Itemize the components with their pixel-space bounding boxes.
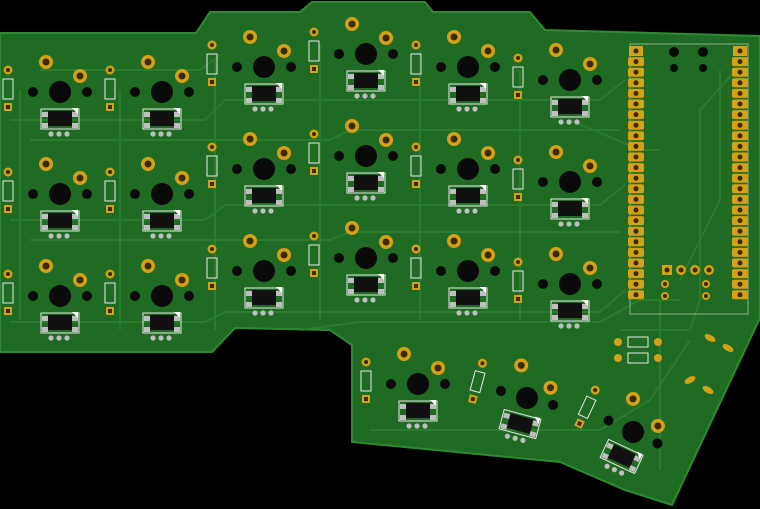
key-switch-footprint bbox=[410, 132, 500, 214]
key-switch-footprint bbox=[512, 247, 602, 329]
switch-center-hole bbox=[253, 56, 275, 78]
diode bbox=[512, 257, 524, 303]
key-switch-footprint bbox=[308, 17, 398, 99]
smd-chip bbox=[244, 287, 284, 316]
switch-center-hole bbox=[355, 43, 377, 65]
diode bbox=[104, 269, 116, 315]
smd-chip bbox=[550, 96, 590, 125]
switch-center-hole bbox=[355, 145, 377, 167]
switch-center-hole bbox=[622, 421, 644, 443]
key-switch-footprint bbox=[360, 347, 450, 429]
smd-chip bbox=[550, 198, 590, 227]
diode bbox=[206, 40, 218, 86]
switch-center-hole bbox=[457, 158, 479, 180]
diode bbox=[308, 27, 320, 73]
switch-center-hole bbox=[559, 171, 581, 193]
key-switch-footprint bbox=[206, 234, 296, 316]
key-switch-footprint bbox=[104, 157, 194, 239]
smd-chip bbox=[40, 108, 80, 137]
diode bbox=[2, 269, 14, 315]
controller-left-header bbox=[628, 46, 644, 300]
key-switch-footprint bbox=[574, 385, 665, 476]
key-switch-footprint bbox=[512, 145, 602, 227]
smd-chip bbox=[142, 312, 182, 341]
key-switch-footprint bbox=[206, 132, 296, 214]
key-switch-footprint bbox=[410, 234, 500, 316]
smd-chip bbox=[40, 312, 80, 341]
switch-center-hole bbox=[355, 247, 377, 269]
switch-center-hole bbox=[559, 69, 581, 91]
diode bbox=[206, 142, 218, 188]
diode bbox=[410, 142, 422, 188]
reset-pads bbox=[661, 265, 714, 300]
switch-center-hole bbox=[49, 183, 71, 205]
diode bbox=[308, 231, 320, 277]
switch-center-hole bbox=[151, 183, 173, 205]
smd-chip bbox=[498, 408, 542, 443]
key-switch-footprint bbox=[2, 157, 92, 239]
key-switch-footprint bbox=[467, 358, 559, 443]
key-switch-footprint bbox=[2, 259, 92, 341]
slot-holes bbox=[684, 334, 734, 394]
smd-chip bbox=[448, 287, 488, 316]
switch-center-hole bbox=[151, 81, 173, 103]
smd-chip bbox=[550, 300, 590, 329]
switch-center-hole bbox=[253, 260, 275, 282]
smd-chip bbox=[244, 83, 284, 112]
switch-center-hole bbox=[559, 273, 581, 295]
smd-chip bbox=[346, 70, 386, 99]
smd-chip bbox=[448, 83, 488, 112]
smd-chip bbox=[142, 210, 182, 239]
switch-footprints bbox=[2, 17, 665, 476]
key-switch-footprint bbox=[104, 259, 194, 341]
diode bbox=[410, 40, 422, 86]
key-switch-footprint bbox=[104, 55, 194, 137]
key-switch-footprint bbox=[206, 30, 296, 112]
switch-center-hole bbox=[49, 81, 71, 103]
diode bbox=[410, 244, 422, 290]
diode bbox=[206, 244, 218, 290]
diode bbox=[104, 167, 116, 213]
diode bbox=[360, 357, 372, 403]
diode bbox=[308, 129, 320, 175]
diode bbox=[574, 385, 600, 429]
controller-mount-holes bbox=[669, 47, 708, 72]
diode bbox=[104, 65, 116, 111]
smd-chip bbox=[448, 185, 488, 214]
key-switch-footprint bbox=[512, 43, 602, 125]
smd-chip bbox=[142, 108, 182, 137]
switch-center-hole bbox=[49, 285, 71, 307]
switch-center-hole bbox=[457, 56, 479, 78]
switch-center-hole bbox=[407, 373, 429, 395]
smd-chip bbox=[244, 185, 284, 214]
key-switch-footprint bbox=[410, 30, 500, 112]
diode bbox=[2, 65, 14, 111]
diode bbox=[467, 358, 487, 404]
diode bbox=[512, 155, 524, 201]
switch-center-hole bbox=[457, 260, 479, 282]
smd-chip bbox=[40, 210, 80, 239]
switch-center-hole bbox=[253, 158, 275, 180]
diode bbox=[512, 53, 524, 99]
diode bbox=[2, 167, 14, 213]
switch-center-hole bbox=[516, 387, 538, 409]
smd-chip bbox=[346, 274, 386, 303]
smd-chip bbox=[398, 400, 438, 429]
switch-center-hole bbox=[151, 285, 173, 307]
controller-right-header bbox=[732, 46, 748, 300]
key-switch-footprint bbox=[2, 55, 92, 137]
key-switch-footprint bbox=[308, 119, 398, 201]
resistor-pair bbox=[614, 336, 662, 364]
smd-chip bbox=[599, 438, 644, 476]
key-switch-footprint bbox=[308, 221, 398, 303]
smd-chip bbox=[346, 172, 386, 201]
